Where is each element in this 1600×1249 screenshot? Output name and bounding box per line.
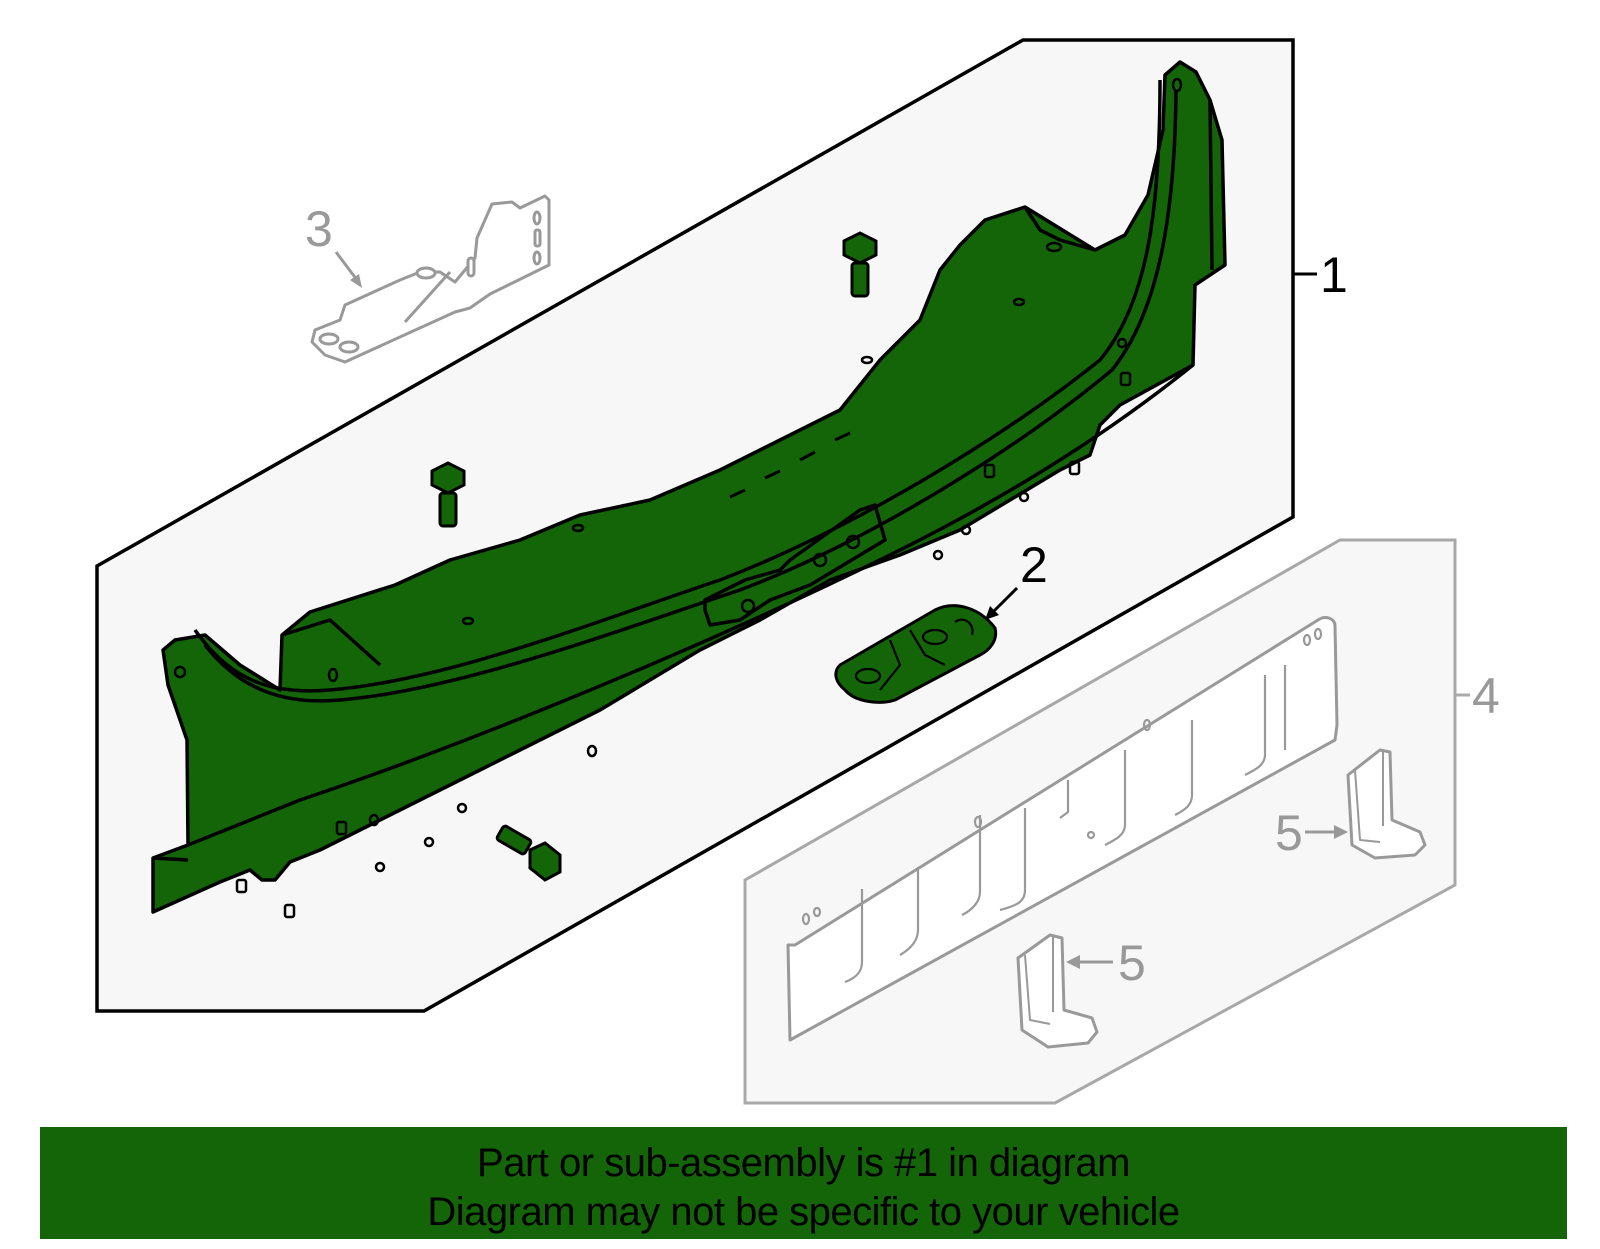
callout-5-right: 5 [1275, 805, 1348, 861]
callout-5-left: 5 [1066, 935, 1146, 991]
bolt-icon[interactable] [842, 231, 878, 298]
part-1-crossmember[interactable] [151, 60, 1227, 919]
part-5-bracket-left[interactable] [1016, 933, 1099, 1049]
bolt-icon[interactable] [495, 824, 562, 882]
banner-line-disclaimer: Diagram may not be specific to your vehi… [427, 1190, 1180, 1234]
part-4-trim-panel[interactable] [786, 616, 1339, 1042]
svg-text:1: 1 [1320, 247, 1348, 303]
part-2-pad[interactable] [834, 604, 998, 704]
parts-diagram: 3 [95, 38, 1500, 1105]
svg-text:2: 2 [1020, 537, 1048, 593]
callout-4: 4 [1472, 668, 1500, 724]
svg-text:3: 3 [305, 201, 333, 257]
bolt-icon[interactable] [430, 461, 466, 528]
part-5-bracket-right[interactable] [1346, 748, 1427, 860]
svg-text:4: 4 [1472, 668, 1500, 724]
callout-3: 3 [305, 201, 362, 288]
callout-1: 1 [1320, 247, 1348, 303]
disclaimer-banner: Part or sub-assembly is #1 in diagram Di… [40, 1127, 1567, 1239]
part-3-bracket[interactable] [310, 194, 551, 364]
svg-text:5: 5 [1118, 935, 1146, 991]
banner-line-part-number: Part or sub-assembly is #1 in diagram [477, 1141, 1130, 1185]
callout-2: 2 [985, 537, 1048, 620]
svg-text:5: 5 [1275, 805, 1303, 861]
